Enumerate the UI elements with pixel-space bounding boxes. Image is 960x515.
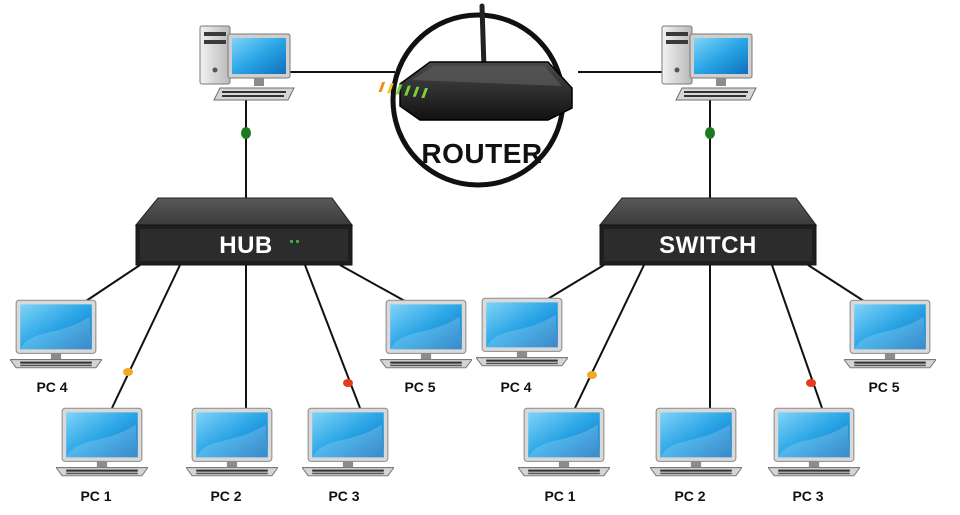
switch-pcs: PC 4 PC 5 PC 1 PC 2 PC 3 [476,297,936,504]
wire-hub-pc4 [79,264,141,306]
connectors [123,127,816,387]
pc-label: PC 4 [500,379,531,395]
router: ROUTER [378,3,573,188]
connector-red-hub [343,379,353,387]
laptop-icon [10,299,102,369]
router-led [404,85,411,96]
connector-orange-switch [587,371,597,379]
router-led [387,83,394,94]
laptop-icon [768,407,860,477]
desktop-left-icon [199,25,295,101]
pc-label: PC 5 [868,379,899,395]
laptop-icon [56,407,148,477]
connector-red-switch [806,379,816,387]
pc-label: PC 3 [328,488,359,504]
laptop-icon [186,407,278,477]
switch-label: SWITCH [659,232,757,259]
hub-pc-1: PC 1 [56,407,148,504]
hub-pc-4: PC 4 [10,299,102,395]
router-led [421,88,428,98]
wire-switch-pc4 [545,264,605,301]
connector-orange-hub [123,368,133,376]
router-leds [378,82,428,98]
hub-pc-3: PC 3 [302,407,394,504]
pc-label: PC 5 [404,379,435,395]
laptop-icon [650,407,742,477]
laptop-icon [844,299,936,369]
laptop-icon [380,299,472,369]
pc-label: PC 4 [36,379,67,395]
pc-label: PC 2 [674,488,705,504]
hub-pc-5: PC 5 [380,299,472,395]
laptop-icon [476,297,568,367]
hub-pcs: PC 4 PC 5 PC 1 PC 2 PC 3 [10,299,472,504]
laptop-icon [302,407,394,477]
wire-hub-pc1 [111,264,181,409]
wire-switch-pc3 [771,264,823,409]
hub-pc-2: PC 2 [186,407,278,504]
router-led [412,86,420,97]
router-led [395,84,403,95]
switch-pc-5: PC 5 [844,299,936,395]
router-led [378,82,386,92]
pc-label: PC 3 [792,488,823,504]
pc-label: PC 1 [80,488,111,504]
switch-pc-1: PC 1 [518,407,610,504]
switch-pc-2: PC 2 [650,407,742,504]
hub-device: HUB [134,197,353,266]
desktop-right-icon [661,25,757,101]
wire-hub-pc5 [339,264,413,306]
laptop-icon [518,407,610,477]
wire-switch-pc5 [807,264,871,306]
router-label: ROUTER [421,138,542,169]
hub-label: HUB [219,232,273,259]
switch-pc-3: PC 3 [768,407,860,504]
wire-switch-pc1 [574,264,645,409]
connector-green-right [705,127,715,139]
wire-hub-pc3 [304,264,361,409]
pc-label: PC 2 [210,488,241,504]
connector-green-left [241,127,251,139]
router-antenna [479,3,487,71]
pc-label: PC 1 [544,488,575,504]
switch-pc-4: PC 4 [476,297,568,395]
switch-device: SWITCH [598,197,817,266]
